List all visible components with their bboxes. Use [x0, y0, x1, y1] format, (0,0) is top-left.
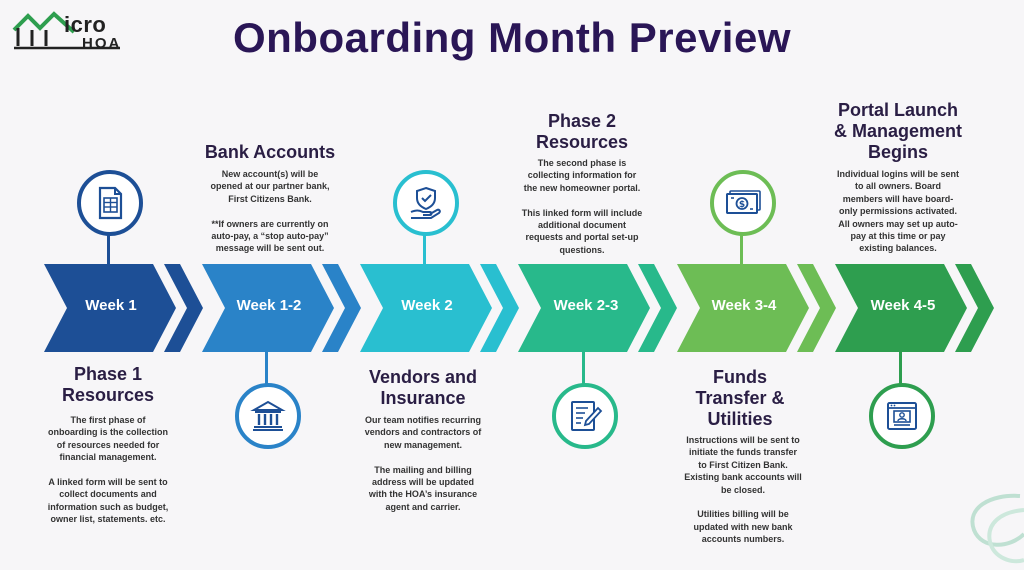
chevron-week-4-5 [835, 264, 994, 352]
chevron-week-2-3 [518, 264, 677, 352]
week-label: Week 1 [85, 297, 137, 314]
logo-text-hoa: HOA [82, 35, 122, 52]
phase-5-icon-circle: $ [710, 170, 776, 236]
phase-4-heading: Phase 2 Resources [535, 111, 629, 152]
phase-5-description: Instructions will be sent to initiate th… [684, 435, 802, 545]
phase-4-icon-circle [552, 383, 618, 449]
phase-3-description: Our team notifies recurring vendors and … [364, 415, 482, 512]
phase-6-icon-circle [869, 383, 935, 449]
phase-2-heading: Bank Accounts [204, 142, 336, 162]
money-icon: $ [726, 190, 761, 214]
phase-1-icon-circle [77, 170, 143, 236]
svg-text:$: $ [739, 200, 745, 210]
bank-icon [250, 400, 286, 431]
form-pen-icon [571, 401, 603, 431]
phase-1-description: The first phase of onboarding is the col… [47, 415, 169, 525]
logo-text-micro: icro [64, 12, 107, 37]
connector-line [107, 232, 110, 264]
connector-line [740, 232, 743, 264]
phase-2-icon-circle [235, 383, 301, 449]
connector-line [899, 352, 902, 384]
week-label: Week 4-5 [870, 297, 936, 314]
phase-4-description: The second phase is collecting informati… [521, 158, 643, 255]
page-title: Onboarding Month Preview [232, 14, 792, 61]
phase-1-heading: Phase 1 Resources [61, 364, 155, 405]
shield-hand-icon [410, 186, 441, 219]
chevron-week-1-2 [202, 264, 361, 352]
phase-2-description: New account(s) will be opened at our par… [210, 169, 330, 254]
phase-3-heading: Vendors and Insurance [368, 367, 478, 408]
chevron-week-2 [360, 264, 519, 352]
connector-line [423, 232, 426, 264]
week-label: Week 3-4 [711, 297, 777, 314]
connector-line [582, 352, 585, 384]
phase-6-description: Individual logins will be sent to all ow… [836, 169, 959, 254]
phase-3-icon-circle [393, 170, 459, 236]
phase-5-heading: Funds Transfer & Utilities [695, 367, 785, 429]
week-label: Week 2 [401, 297, 453, 314]
phase-6-heading: Portal Launch & Management Begins [833, 100, 963, 162]
connector-line [265, 352, 268, 384]
house-logo-icon [12, 11, 120, 50]
chevron-week-3-4 [677, 264, 836, 352]
logo: icro HOA [12, 8, 124, 54]
week-label: Week 2-3 [553, 297, 619, 314]
decorative-swirl [970, 493, 1024, 564]
document-icon [98, 186, 123, 220]
portal-icon [887, 402, 917, 430]
chevron-week-1 [44, 264, 203, 352]
week-label: Week 1-2 [236, 297, 302, 314]
